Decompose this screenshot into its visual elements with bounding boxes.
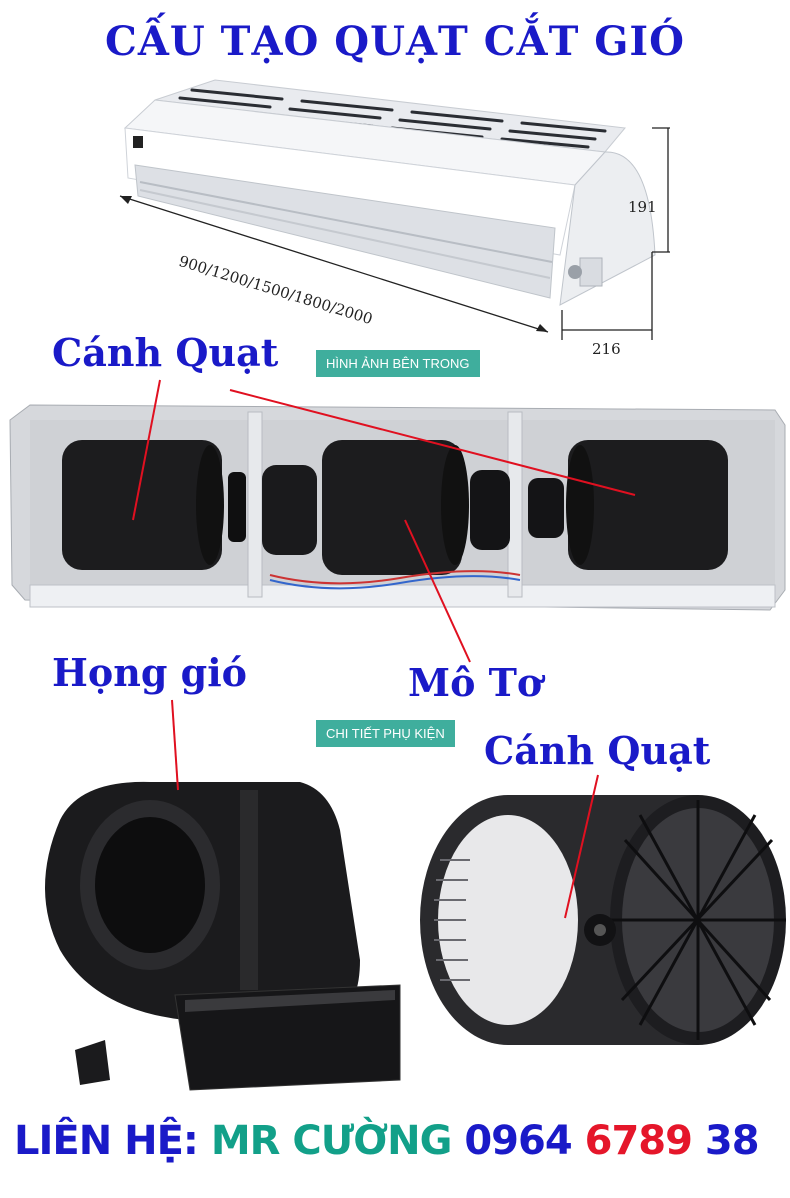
blower-housing-image (45, 781, 401, 1091)
accessory-detail-badge: CHI TIẾT PHỤ KIỆN (316, 720, 455, 747)
inside-view-image (9, 404, 786, 611)
motor-label: Mô Tơ (408, 660, 543, 705)
air-curtain-unit-image (119, 79, 670, 340)
page-title: CẤU TẠO QUẠT CẮT GIÓ (105, 18, 685, 65)
contact-prefix: LIÊN HỆ: (14, 1118, 199, 1164)
depth-dimension: 216 (592, 340, 621, 358)
contact-name: MR CƯỜNG (210, 1118, 453, 1164)
phone-part-3: 38 (704, 1118, 760, 1164)
pointer-lines (132, 379, 636, 919)
fan-blade-label-top: Cánh Quạt (52, 330, 279, 375)
phone-part-1: 0964 (464, 1118, 572, 1164)
contact-line: LIÊN HỆ: MR CƯỜNG 0964 6789 38 (14, 1118, 760, 1164)
air-throat-label: Họng gió (52, 650, 248, 695)
phone-part-2: 6789 (584, 1118, 693, 1164)
inside-view-badge: HÌNH ẢNH BÊN TRONG (316, 350, 480, 377)
height-dimension: 191 (628, 198, 657, 216)
fan-wheel-image (420, 795, 786, 1045)
fan-blade-label-bottom: Cánh Quạt (484, 728, 711, 773)
